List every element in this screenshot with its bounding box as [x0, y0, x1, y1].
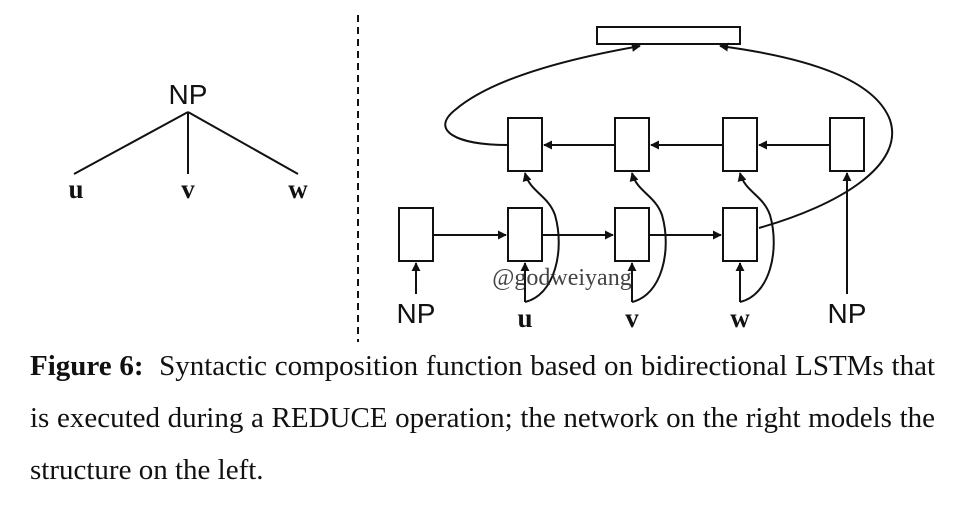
tree-leaf-v: v [181, 174, 195, 204]
forward-final-curve [719, 42, 893, 229]
input-label-v: v [625, 303, 639, 333]
tree-leaf-w: w [288, 174, 308, 204]
composition-diagram: NP u v w [68, 15, 893, 342]
forward-lstm-cell [398, 207, 434, 262]
backward-lstm-cell [614, 117, 650, 172]
forward-lstm-cell [722, 207, 758, 262]
figure-caption: Figure 6: Syntactic composition function… [30, 340, 935, 496]
bilstm-network: NP u v w NP [397, 26, 893, 333]
output-vector [596, 26, 741, 45]
input-label-np-right: NP [828, 298, 867, 329]
backward-lstm-cell [722, 117, 758, 172]
backward-lstm-cell [829, 117, 865, 172]
caption-operation: REDUCE [271, 402, 388, 434]
tree-leaf-u: u [68, 174, 83, 204]
forward-lstm-cell [507, 207, 543, 262]
input-curve [522, 172, 560, 303]
forward-lstm-cell [614, 207, 650, 262]
backward-lstm-cell [507, 117, 543, 172]
syntax-tree: NP u v w [68, 79, 308, 204]
watermark: @godweiyang [492, 265, 631, 291]
input-label-u: u [517, 303, 532, 333]
tree-root-label: NP [169, 79, 208, 110]
tree-edge [73, 111, 189, 175]
backward-final-curve [444, 42, 641, 146]
caption-text-before: Syntactic composition function based on … [30, 350, 936, 434]
input-label-w: w [730, 303, 750, 333]
input-curve [737, 172, 775, 303]
input-curve [629, 172, 667, 303]
caption-text-after: operation; the network on the right mode… [30, 402, 936, 486]
caption-label: Figure 6: [30, 350, 144, 382]
tree-edge [187, 111, 299, 175]
input-label-np-left: NP [397, 298, 436, 329]
